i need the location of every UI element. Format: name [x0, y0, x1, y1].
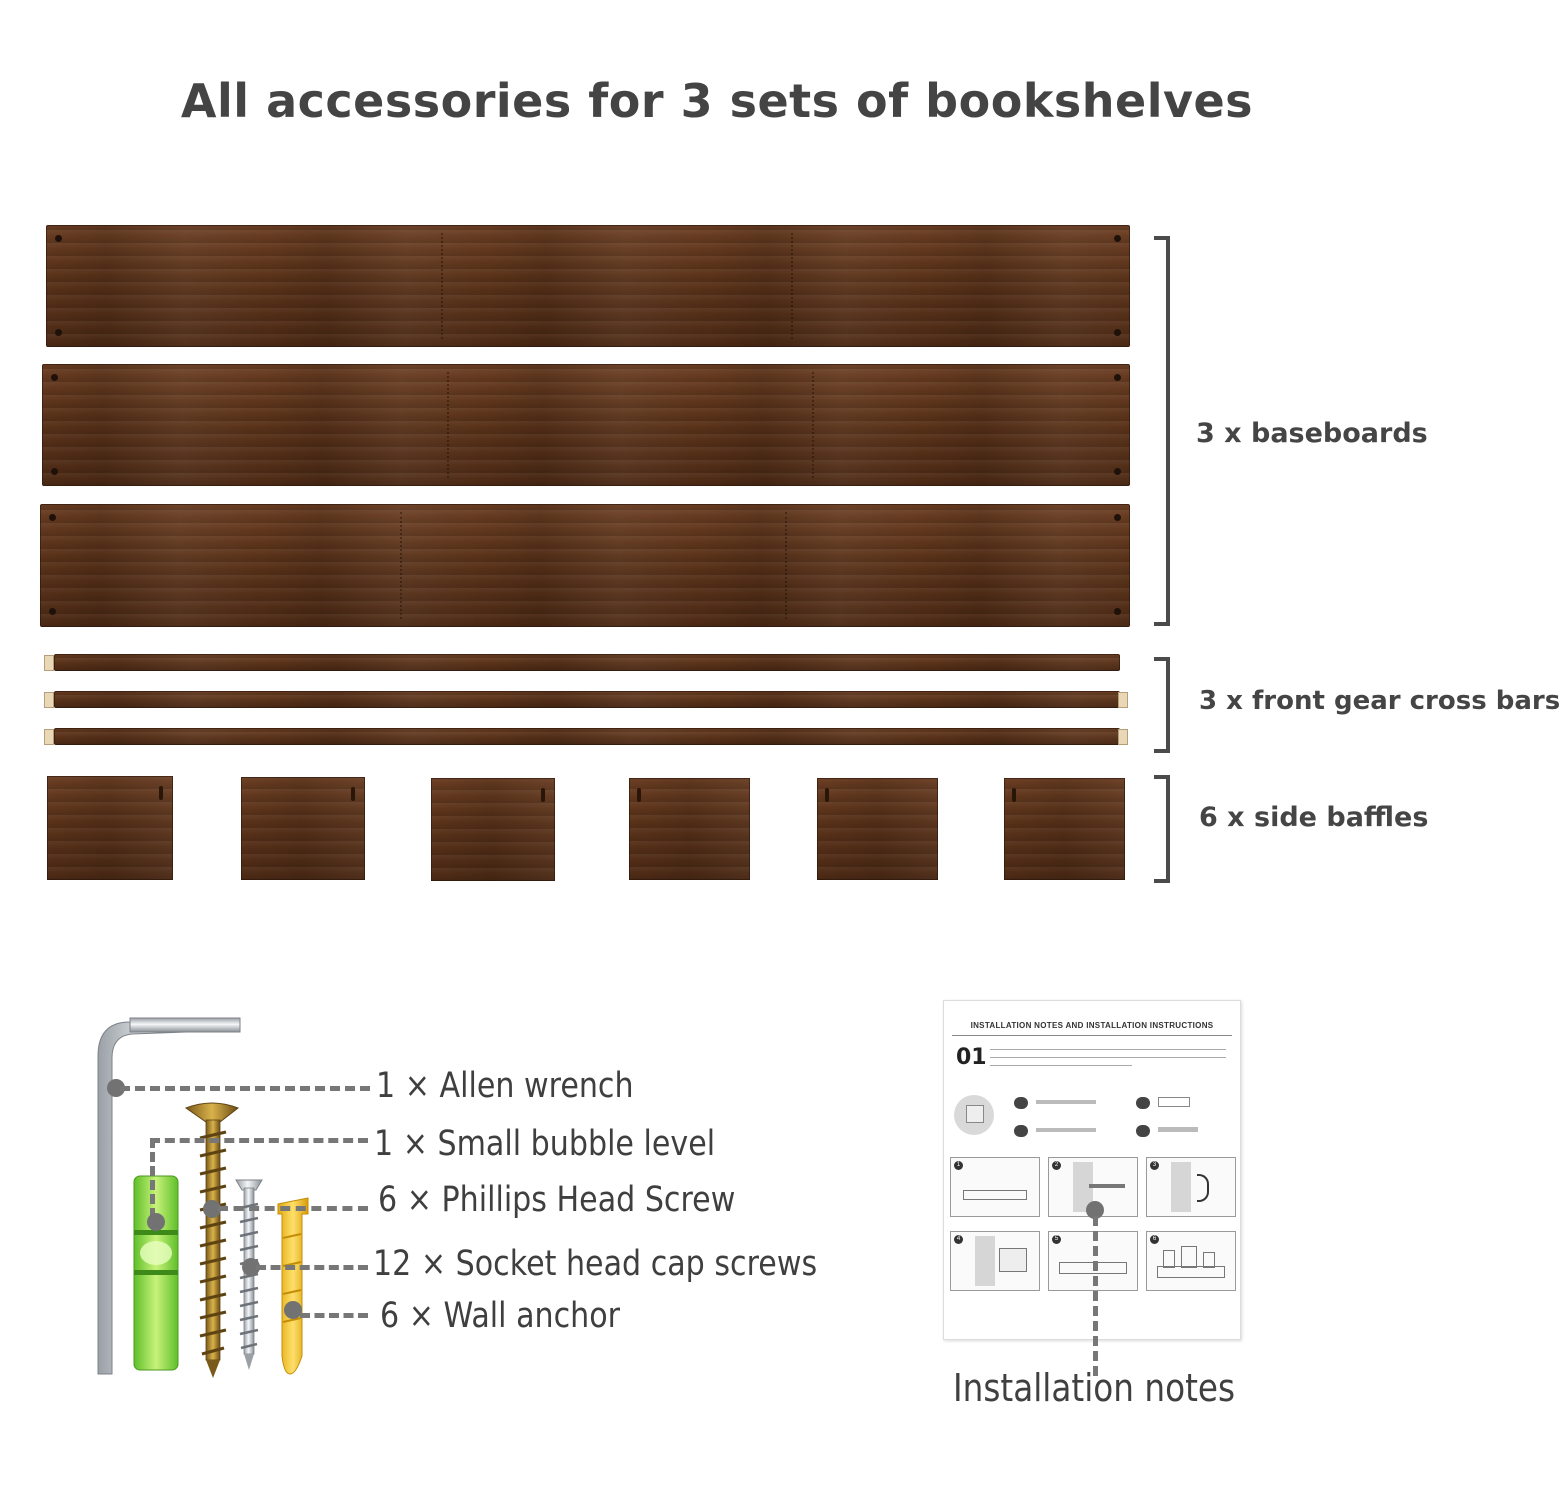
page-title: All accessories for 3 sets of bookshelve…: [180, 74, 1254, 128]
baseboards-label: 3 x baseboards: [1196, 418, 1428, 449]
baffles-label: 6 x side baffles: [1199, 802, 1429, 833]
bubble-level-icon: [133, 1175, 179, 1371]
baseboard: [40, 504, 1130, 627]
crossbars-label: 3 x front gear cross bars: [1199, 686, 1560, 716]
side-baffle: [629, 778, 750, 880]
manual-heading: INSTALLATION NOTES AND INSTALLATION INST…: [970, 1021, 1214, 1030]
phillips-screw-icon: [184, 1102, 240, 1378]
wall-anchor-label: 6 × Wall anchor: [380, 1296, 621, 1336]
side-baffle: [47, 776, 173, 880]
installation-notes-label: Installation notes: [953, 1366, 1236, 1410]
baseboards-bracket: [1154, 236, 1170, 626]
baseboard: [46, 225, 1130, 347]
cross-bar: [54, 654, 1120, 671]
side-baffle: [817, 778, 938, 880]
baffles-bracket: [1154, 775, 1170, 883]
baseboard: [42, 364, 1130, 486]
cross-bar: [54, 728, 1120, 745]
cross-bar: [54, 691, 1120, 708]
side-baffle: [241, 777, 365, 880]
manual-step-number: 01: [956, 1045, 987, 1070]
side-baffle: [1004, 778, 1125, 880]
hardware-illustration: [97, 1017, 309, 1378]
side-baffle: [431, 778, 555, 881]
wall-anchor-icon: [277, 1197, 309, 1375]
socket-screw-label: 12 × Socket head cap screws: [373, 1244, 818, 1284]
crossbars-bracket: [1154, 657, 1170, 753]
bubble-level-label: 1 × Small bubble level: [374, 1124, 716, 1164]
allen-wrench-icon: [97, 1017, 241, 1375]
installation-manual: INSTALLATION NOTES AND INSTALLATION INST…: [943, 1000, 1241, 1340]
phillips-screw-label: 6 × Phillips Head Screw: [378, 1180, 736, 1220]
allen-wrench-label: 1 × Allen wrench: [376, 1066, 634, 1106]
